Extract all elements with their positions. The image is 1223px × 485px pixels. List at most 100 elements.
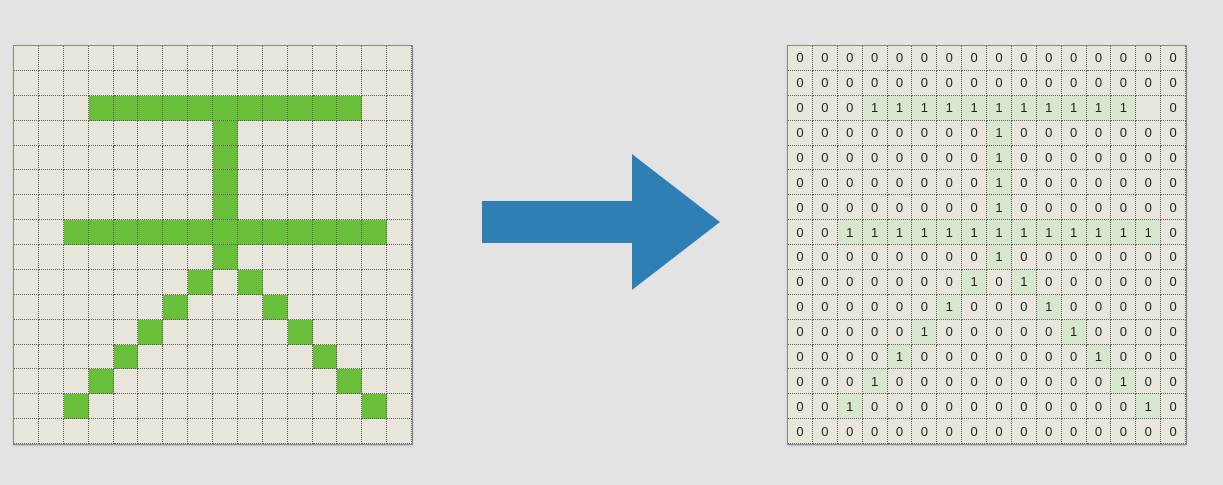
matrix-cell: 0	[837, 195, 863, 221]
matrix-cell: 0	[962, 394, 987, 420]
pixel-off	[362, 95, 388, 121]
matrix-cell: 0	[1086, 269, 1112, 295]
pixel-off	[63, 195, 89, 221]
pixel-on	[163, 95, 189, 121]
matrix-cell: 0	[887, 319, 913, 345]
matrix-cell: 0	[1011, 120, 1037, 146]
matrix-cell: 1	[912, 319, 938, 345]
pixel-on	[213, 220, 238, 245]
pixel-off	[138, 344, 164, 370]
pixel-off	[138, 145, 164, 171]
pixel-off	[63, 245, 89, 270]
pixel-on	[88, 220, 114, 245]
pixel-off	[362, 294, 388, 320]
pixel-off	[287, 344, 313, 370]
matrix-cell: 1	[1011, 220, 1037, 245]
matrix-cell: 0	[987, 344, 1012, 370]
pixel-off	[63, 145, 89, 171]
pixel-off	[213, 269, 238, 295]
matrix-cell: 0	[1011, 394, 1037, 420]
matrix-cell: 1	[1036, 294, 1062, 320]
matrix-cell: 0	[962, 419, 987, 444]
pixel-on	[312, 344, 338, 370]
pixel-off	[88, 46, 114, 71]
pixel-off	[337, 294, 363, 320]
pixel-off	[14, 195, 39, 221]
matrix-cell: 0	[962, 46, 987, 71]
matrix-cell: 1	[1036, 220, 1062, 245]
matrix-cell: 0	[788, 95, 813, 121]
pixel-off	[14, 120, 39, 146]
pixel-off	[362, 269, 388, 295]
pixel-off	[213, 294, 238, 320]
pixel-off	[287, 145, 313, 171]
pixel-off	[14, 46, 39, 71]
pixel-on	[138, 95, 164, 121]
matrix-cell: 0	[837, 294, 863, 320]
pixel-off	[287, 70, 313, 96]
matrix-cell: 0	[1086, 195, 1112, 221]
pixel-off	[387, 46, 412, 71]
matrix-cell: 1	[887, 344, 913, 370]
pixel-off	[38, 319, 64, 345]
pixel-off	[88, 419, 114, 444]
pixel-off	[362, 245, 388, 270]
matrix-cell: 1	[987, 245, 1012, 270]
matrix-cell: 0	[887, 70, 913, 96]
matrix-cell: 0	[812, 419, 838, 444]
pixel-off	[312, 319, 338, 345]
pixel-off	[287, 294, 313, 320]
matrix-cell: 0	[1011, 170, 1037, 196]
pixel-off	[163, 245, 189, 270]
matrix-cell: 0	[788, 369, 813, 395]
matrix-cell: 0	[837, 419, 863, 444]
matrix-cell: 0	[912, 46, 938, 71]
pixel-off	[188, 369, 213, 395]
pixel-off	[312, 294, 338, 320]
matrix-cell: 0	[1036, 145, 1062, 171]
pixel-off	[138, 70, 164, 96]
matrix-cell: 1	[987, 95, 1012, 121]
matrix-cell: 0	[1036, 70, 1062, 96]
pixel-off	[138, 269, 164, 295]
matrix-cell: 0	[1161, 245, 1186, 270]
pixel-on	[262, 95, 288, 121]
pixel-off	[113, 419, 139, 444]
matrix-cell: 0	[1161, 46, 1186, 71]
pixel-on	[213, 195, 238, 221]
matrix-cell: 0	[937, 46, 963, 71]
pixel-off	[237, 170, 263, 196]
pixel-off	[387, 369, 412, 395]
pixel-off	[38, 195, 64, 221]
matrix-cell: 0	[1086, 369, 1112, 395]
matrix-cell: 0	[937, 319, 963, 345]
pixel-off	[337, 245, 363, 270]
pixel-off	[14, 344, 39, 370]
matrix-cell: 0	[1086, 46, 1112, 71]
pixel-off	[387, 269, 412, 295]
pixel-off	[113, 145, 139, 171]
matrix-cell: 0	[987, 394, 1012, 420]
matrix-cell: 0	[1161, 120, 1186, 146]
matrix-cell: 0	[812, 394, 838, 420]
pixel-off	[287, 419, 313, 444]
pixel-off	[163, 269, 189, 295]
matrix-cell: 0	[1086, 419, 1112, 444]
matrix-cell: 0	[1061, 394, 1087, 420]
matrix-cell: 0	[887, 170, 913, 196]
matrix-cell: 0	[912, 294, 938, 320]
matrix-cell: 0	[1111, 419, 1137, 444]
pixel-off	[188, 70, 213, 96]
pixel-off	[113, 170, 139, 196]
pixel-off	[387, 120, 412, 146]
pixel-off	[312, 394, 338, 420]
matrix-cell: 0	[1036, 319, 1062, 345]
matrix-cell: 0	[887, 46, 913, 71]
pixel-off	[237, 394, 263, 420]
matrix-cell: 0	[1061, 269, 1087, 295]
matrix-cell: 0	[812, 344, 838, 370]
pixel-off	[362, 70, 388, 96]
pixel-off	[63, 319, 89, 345]
matrix-cell: 0	[1136, 245, 1162, 270]
matrix-cell: 1	[987, 220, 1012, 245]
